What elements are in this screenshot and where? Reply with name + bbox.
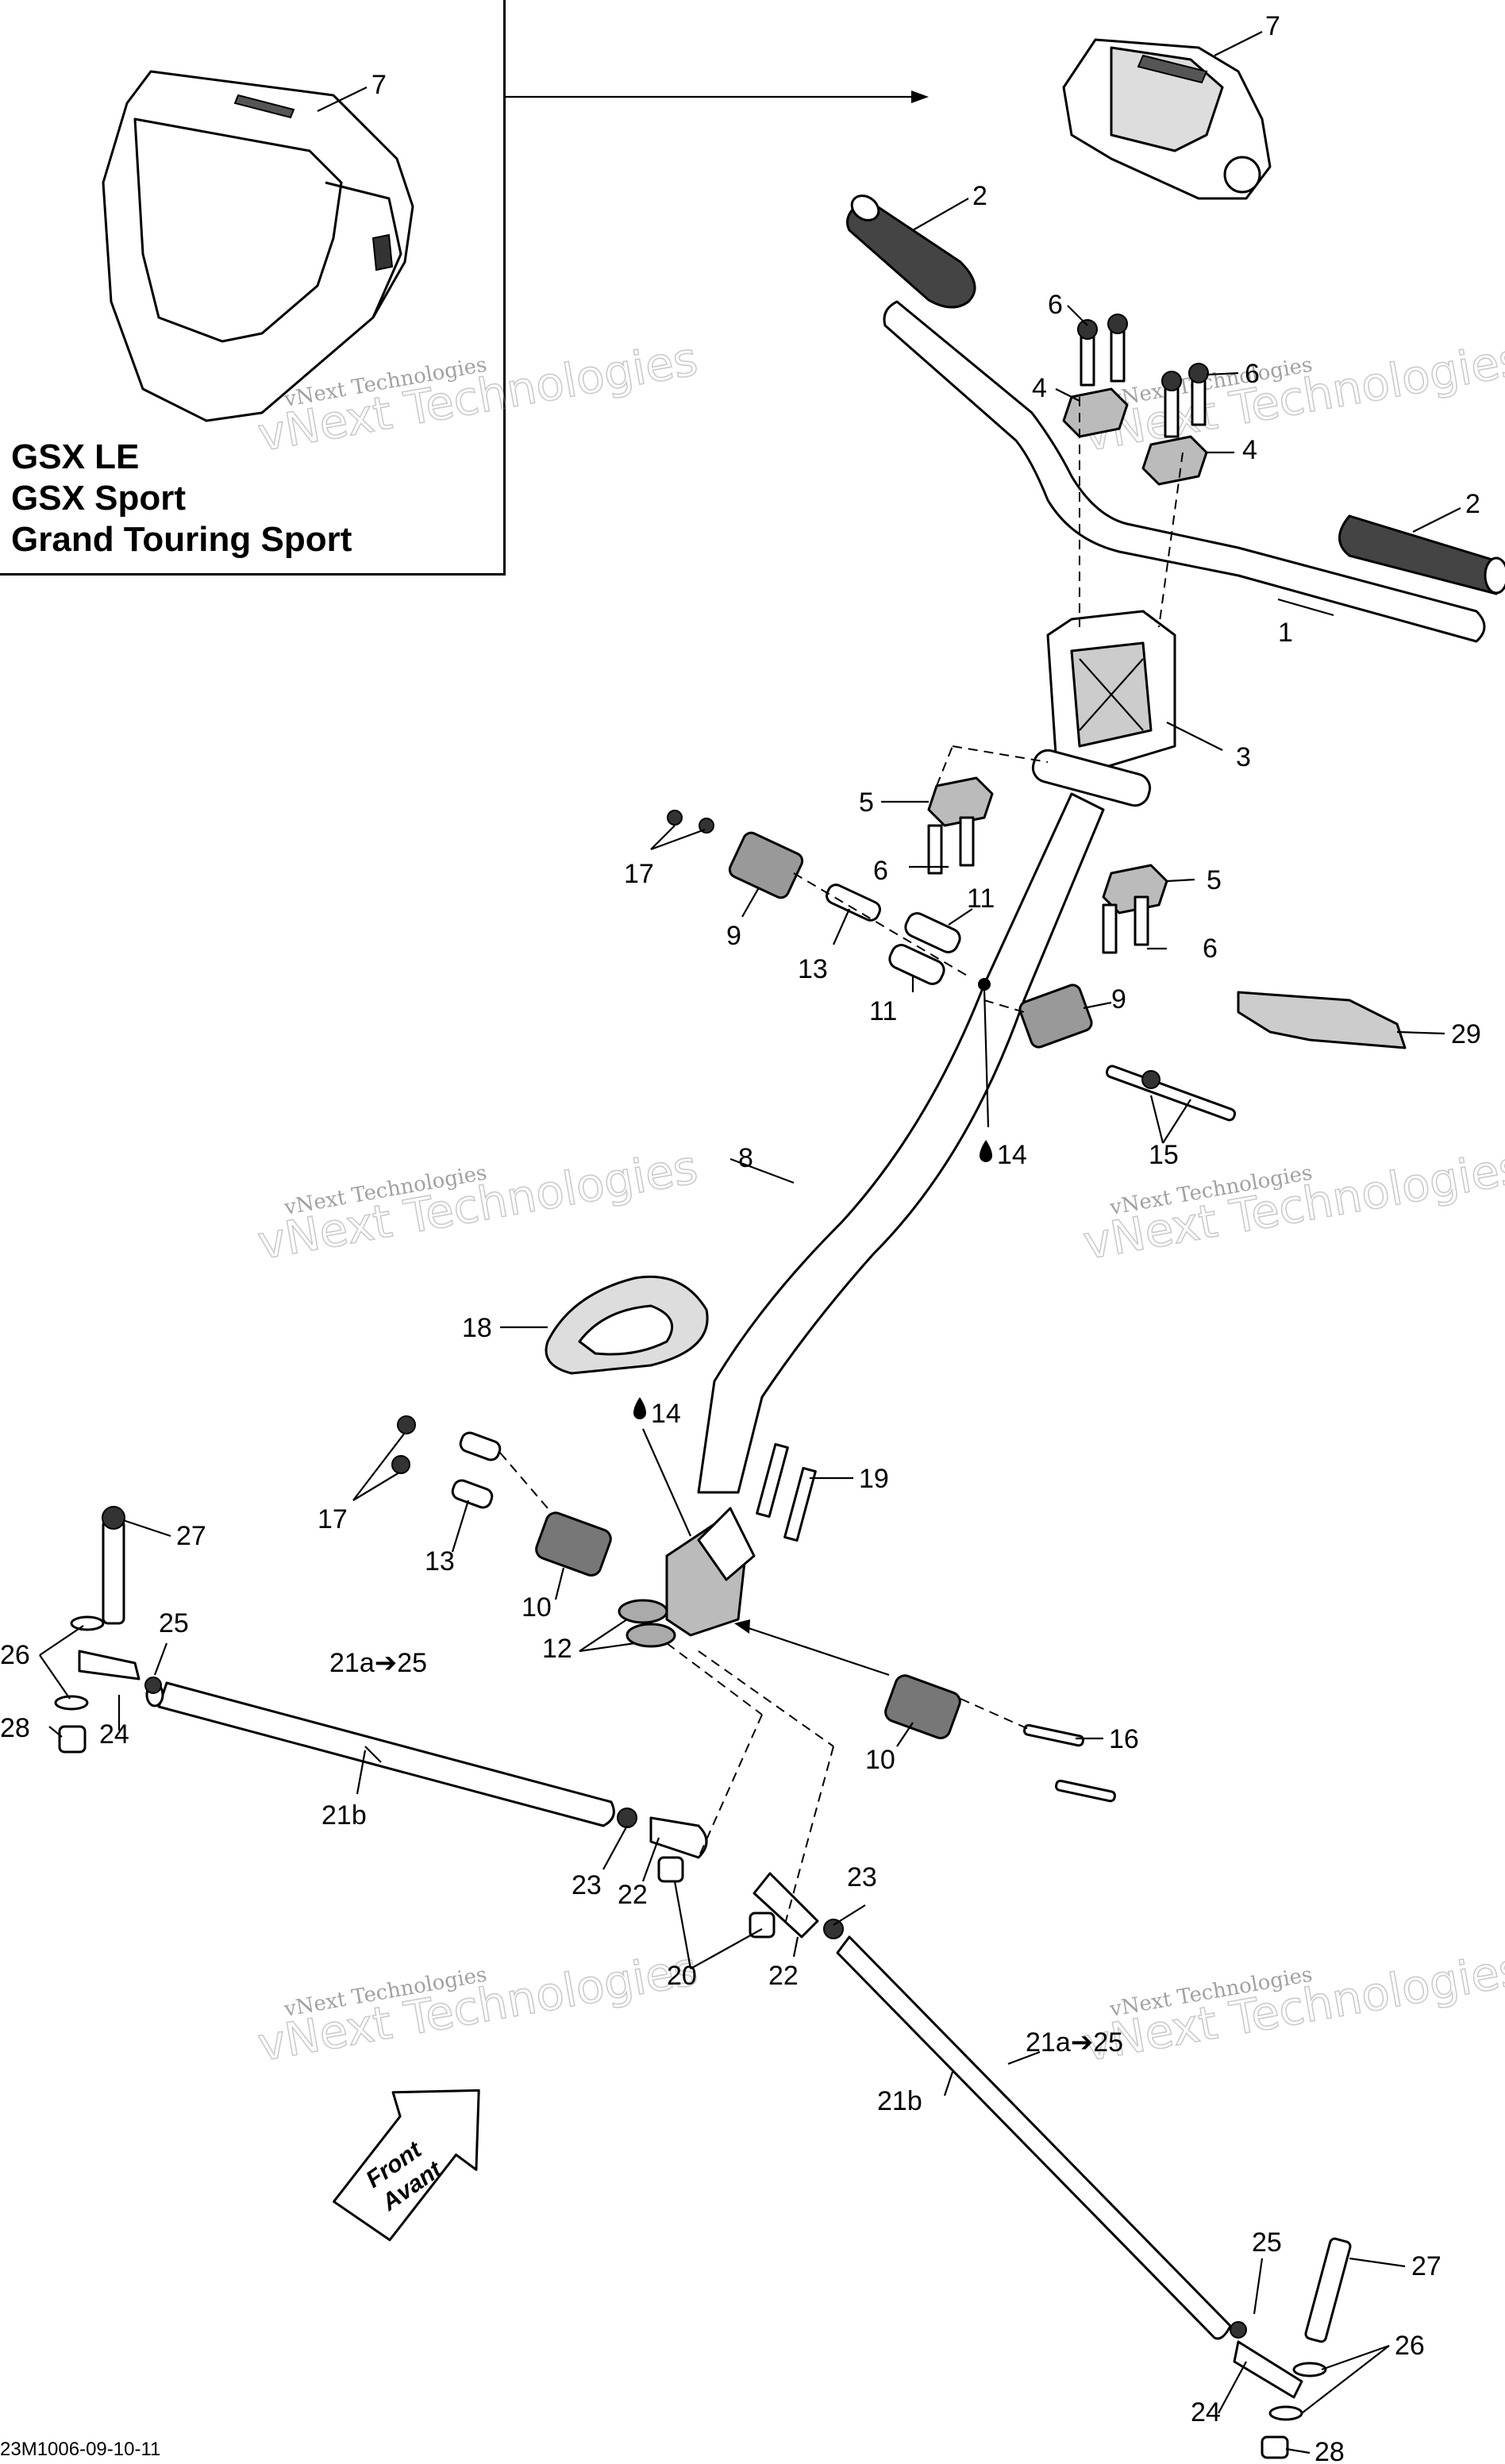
- model-gsx-sport: GSX Sport: [11, 479, 187, 518]
- column-base: [618, 1442, 817, 1648]
- column-bushings: [667, 810, 1237, 1122]
- callout-6-c: 6: [873, 856, 888, 886]
- inset-handlebar-pad: [102, 70, 414, 422]
- svg-text:14: 14: [997, 1140, 1027, 1170]
- model-list: GSX LE GSX Sport Grand Touring Sport: [11, 437, 352, 560]
- callout-27-left: 27: [176, 1521, 206, 1551]
- callout-21b-right: 21b: [877, 2086, 922, 2116]
- callout-13-bottom: 13: [425, 1546, 455, 1577]
- callout-2-left: 2: [972, 181, 987, 211]
- callout-2-right: 2: [1465, 489, 1480, 519]
- callout-12: 12: [542, 1634, 572, 1664]
- callout-26-left: 26: [0, 1640, 30, 1670]
- callout-4-a: 4: [1032, 373, 1047, 403]
- leader-lines: [39, 31, 1461, 2454]
- callout-6-a: 6: [1048, 290, 1063, 320]
- callout-23-left: 23: [572, 1870, 602, 1900]
- steering-column: [697, 749, 1152, 1494]
- callout-28-left: 28: [0, 1713, 30, 1743]
- callout-21a-left: 21a➔25: [329, 1648, 427, 1678]
- callout-16: 16: [1109, 1724, 1139, 1754]
- right-tie-rod-end: [1230, 2237, 1352, 2459]
- watermark-4: vNext Technologies vNext Technologies: [1079, 1139, 1505, 1271]
- callout-21a-right: 21a➔25: [1026, 2027, 1123, 2058]
- callout-29: 29: [1451, 1019, 1481, 1049]
- callout-4-b: 4: [1242, 435, 1257, 465]
- watermark-5: vNext Technologies vNext Technologies: [253, 1941, 702, 2073]
- model-gsx-le: GSX LE: [11, 437, 140, 476]
- callout-9-b: 9: [1111, 984, 1126, 1014]
- lower-clamps: [927, 776, 1168, 954]
- watermark-3: vNext Technologies vNext Technologies: [253, 1139, 702, 1271]
- left-grip: [846, 194, 976, 309]
- callout-10-left: 10: [522, 1592, 552, 1623]
- callout-25-right: 25: [1252, 2227, 1282, 2258]
- callout-6-b: 6: [1245, 359, 1260, 389]
- handlebar: [883, 300, 1486, 643]
- callout-22-left: 22: [618, 1880, 648, 1910]
- column-cover: [545, 1275, 709, 1375]
- callout-7: 7: [1265, 11, 1280, 41]
- callout-19: 19: [859, 1464, 889, 1494]
- callout-20: 20: [667, 1961, 697, 1991]
- callout-28-right: 28: [1314, 2437, 1345, 2464]
- callout-15: 15: [1149, 1140, 1179, 1170]
- callout-6-d: 6: [1203, 934, 1218, 964]
- watermark-2: vNext Technologies vNext Technologies: [1079, 331, 1505, 463]
- callout-26-right: 26: [1395, 2331, 1425, 2361]
- model-grand-touring-sport: Grand Touring Sport: [11, 520, 352, 559]
- callout-7-inset: 7: [371, 70, 387, 100]
- callout-5-b: 5: [1207, 865, 1222, 895]
- right-grip: [1338, 514, 1505, 595]
- watermark-6: vNext Technologies vNext Technologies: [1079, 1941, 1505, 2073]
- callout-23-right: 23: [847, 1862, 877, 1892]
- callout-17-top: 17: [624, 859, 654, 889]
- assembly-guides: [666, 397, 1184, 1922]
- callout-8: 8: [738, 1143, 753, 1173]
- tie-rod-left: [145, 1681, 708, 1883]
- callout-3: 3: [1236, 742, 1251, 772]
- inset-arrow: [505, 90, 929, 103]
- handlebar-pad: [1062, 38, 1272, 200]
- front-direction-arrow: Front Avant: [333, 2089, 480, 2242]
- svg-text:vNext Technologies: vNext Technologies: [254, 1942, 702, 2072]
- callout-9-a: 9: [726, 921, 741, 951]
- callout-14-bottom: 14: [633, 1397, 681, 1429]
- callout-18: 18: [462, 1313, 492, 1343]
- callout-25-left: 25: [159, 1608, 189, 1638]
- callout-17-bottom: 17: [318, 1504, 348, 1534]
- callout-5-a: 5: [859, 787, 874, 818]
- callout-10-right: 10: [865, 1745, 895, 1775]
- svg-text:vNext Technologies: vNext Technologies: [254, 1140, 702, 1270]
- callout-22-right: 22: [768, 1961, 799, 1991]
- callout-21b-left: 21b: [321, 1800, 367, 1831]
- lower-bushings: [391, 1415, 1116, 1803]
- callout-27-right: 27: [1411, 2251, 1441, 2281]
- callout-13-top: 13: [798, 954, 828, 984]
- support-plate: [1237, 991, 1407, 1049]
- callout-24-right: 24: [1191, 2397, 1221, 2427]
- drawing-code: 23M1006-09-10-11: [0, 2439, 161, 2460]
- callout-11-b: 11: [869, 996, 897, 1026]
- callout-11-a: 11: [967, 884, 995, 914]
- callout-labels: 7 7 2 2 6 6 6 6 4 4 1 3 5 5 17 17 9 9 11…: [0, 11, 1481, 2464]
- tie-rod-right: [749, 1872, 1232, 2340]
- callout-24-left: 24: [99, 1719, 129, 1750]
- callout-1: 1: [1278, 618, 1293, 648]
- riser-block: [1046, 610, 1176, 772]
- left-tie-rod-end: [54, 1506, 162, 1754]
- svg-text:14: 14: [651, 1399, 681, 1429]
- callout-14-top: 14: [980, 1140, 1027, 1170]
